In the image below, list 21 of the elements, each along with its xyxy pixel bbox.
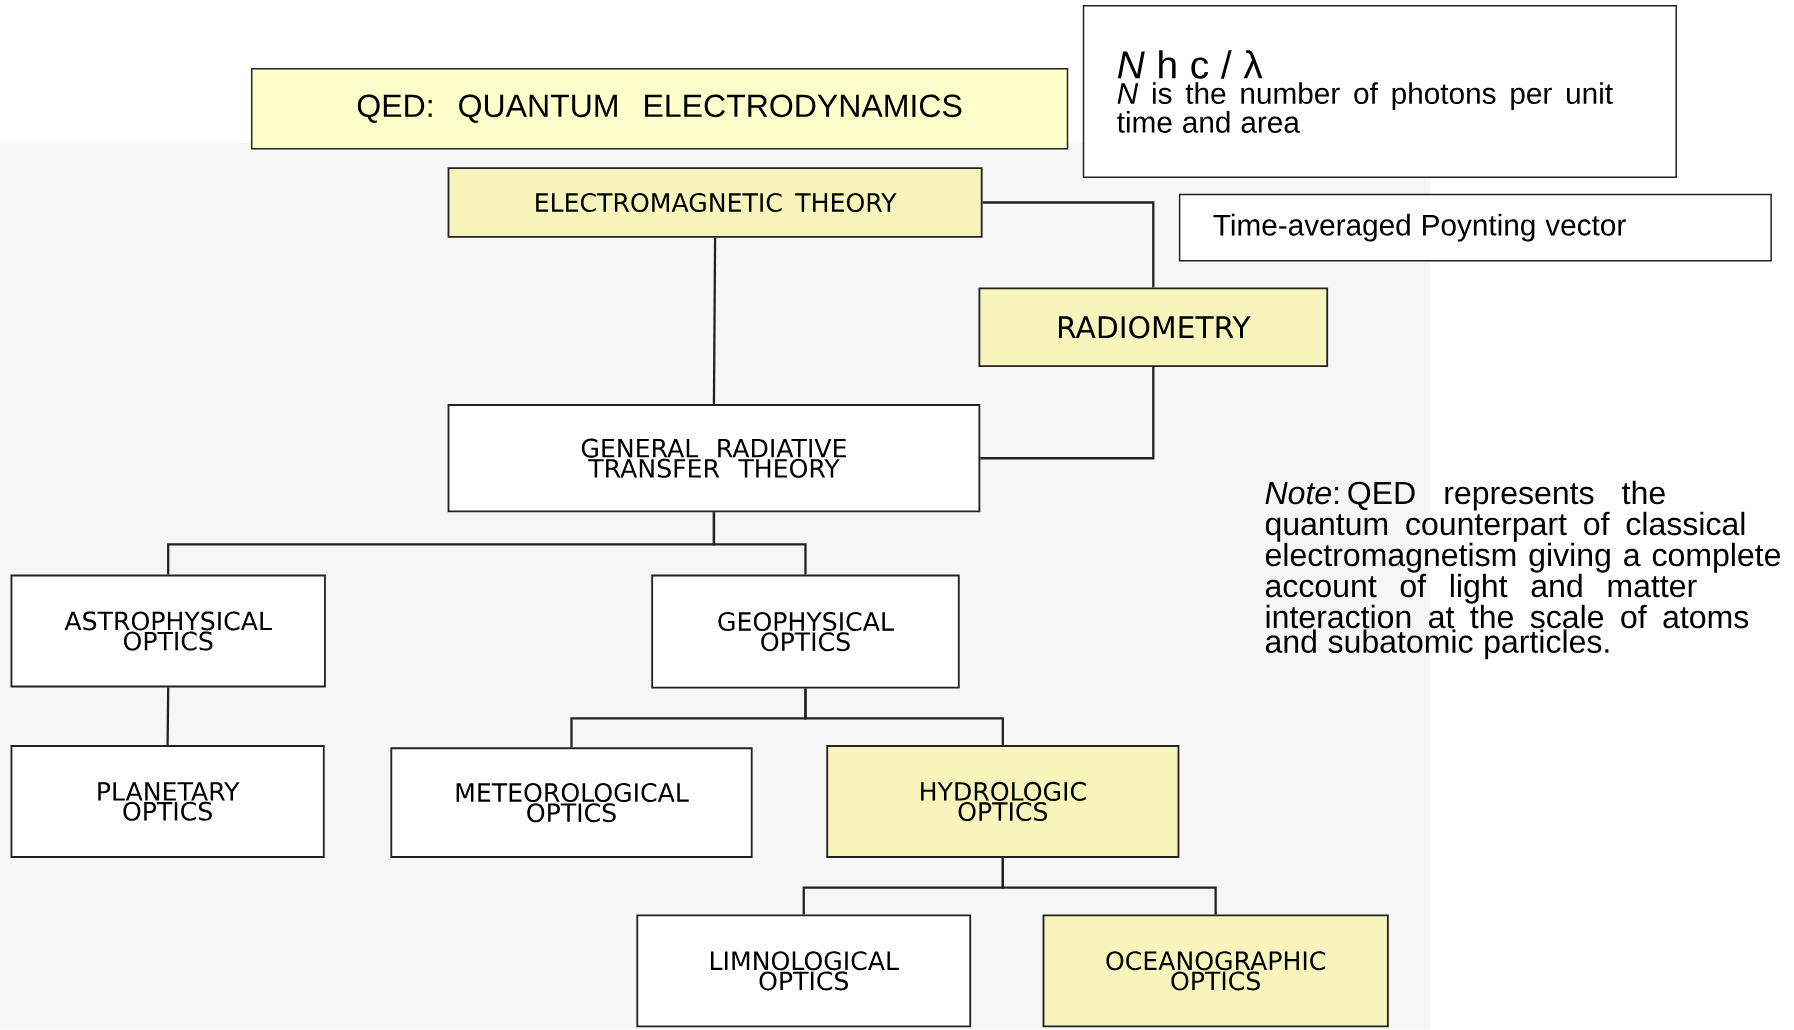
process-box: PLANETARY OPTICS <box>10 745 325 859</box>
process-box: HYDROLOGIC OPTICS <box>826 745 1180 859</box>
connector-line <box>166 687 170 746</box>
title-box: QED: QUANTUM ELECTRODYNAMICS <box>250 68 1069 150</box>
formula-box: N h c / λ N is the number of photons per unit time and area <box>1082 5 1677 179</box>
process-box: METEOROLOGICAL OPTICS <box>390 747 753 859</box>
process-box: RADIOMETRY <box>978 287 1329 368</box>
note-text: Note: QED represents the quantum counterpart of classical electromagnetism giving a complete account of light and matter interaction at the scale of atoms and subatomic particles. <box>1265 480 1781 660</box>
connector-line <box>1001 858 1217 915</box>
process-box: ELECTROMAGNETIC THEORY <box>447 167 983 238</box>
process-box: LIMNOLOGICAL OPTICS <box>636 914 972 1028</box>
connector-line <box>982 201 1155 288</box>
formula-box: Time-averaged Poynting vector <box>1178 193 1772 262</box>
process-box: GEOPHYSICAL OPTICS <box>651 574 960 689</box>
connector-line <box>712 237 717 405</box>
connector-line <box>980 367 1155 460</box>
connector-line <box>712 512 807 575</box>
process-box: GENERAL RADIATIVE TRANSFER THEORY <box>447 404 981 513</box>
connector-line <box>804 688 1004 746</box>
process-box: OCEANOGRAPHIC OPTICS <box>1042 914 1389 1028</box>
process-box: ASTROPHYSICAL OPTICS <box>10 574 326 688</box>
